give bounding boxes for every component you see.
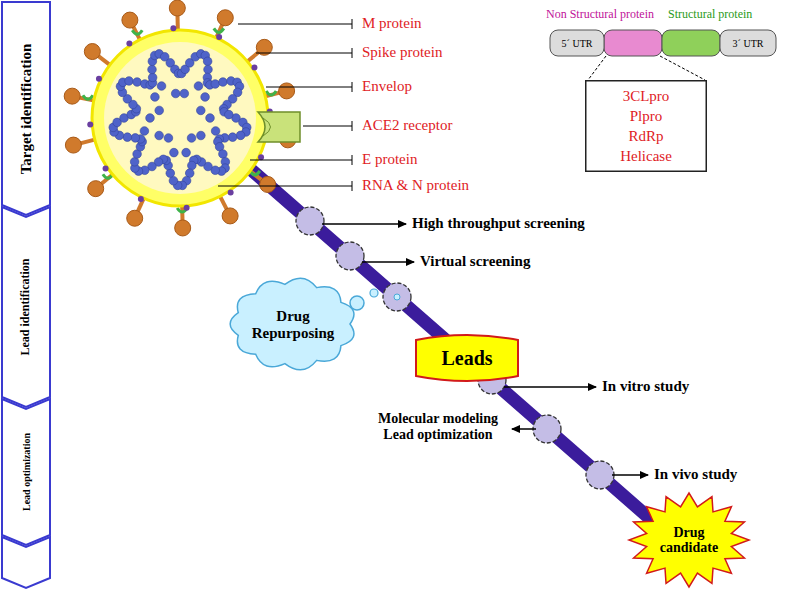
stage-arrows bbox=[322, 224, 648, 475]
stage-circle bbox=[336, 242, 364, 270]
stage-chevron: Lead optimization bbox=[2, 399, 50, 545]
nonstructural-region bbox=[604, 30, 662, 56]
leader-lines bbox=[218, 19, 352, 191]
utr-box: 5´ UTR bbox=[550, 30, 604, 56]
stage-label: High throughput screening bbox=[412, 215, 585, 232]
stage-label: In vivo study bbox=[654, 466, 737, 483]
node-text: Drug candidate bbox=[653, 525, 725, 556]
stage-circle bbox=[383, 283, 411, 311]
stage-chevron: Lead identification bbox=[2, 207, 50, 407]
part-label: Envelop bbox=[362, 78, 412, 95]
structural-region bbox=[662, 30, 720, 56]
part-label: RNA & N protein bbox=[362, 177, 469, 194]
node-text: 3´ UTR bbox=[733, 38, 764, 49]
node-text: 3CLpro bbox=[620, 86, 672, 106]
dotted-line bbox=[660, 56, 705, 80]
part-label: Spike protein bbox=[362, 44, 442, 61]
virus-particle bbox=[64, 0, 296, 236]
stage-circle bbox=[586, 461, 614, 489]
drug-candidate-star: Drug candidate bbox=[628, 492, 750, 588]
stage-chevron: Target identification bbox=[2, 2, 50, 215]
stage-label: Virtual screening bbox=[420, 253, 530, 270]
node-text: Helicase bbox=[620, 146, 672, 166]
stage-circle bbox=[533, 415, 561, 443]
stage-label: In vitro study bbox=[602, 378, 689, 395]
target-list-box: 3CLproPlproRdRpHelicase bbox=[585, 80, 707, 172]
node-text: RdRp bbox=[620, 126, 672, 146]
thought-bubble bbox=[370, 289, 378, 297]
leads-banner: Leads bbox=[412, 334, 522, 382]
node-text: Lead identification bbox=[19, 258, 32, 355]
repurposing-cloud: Drug Repurposing bbox=[228, 276, 358, 372]
stage-label: Molecular modeling Lead optimization bbox=[368, 411, 508, 443]
part-label: ACE2 receptor bbox=[362, 117, 452, 134]
part-label: M protein bbox=[362, 15, 422, 32]
node-text: Plpro bbox=[620, 106, 672, 126]
node-text: Drug Repurposing bbox=[244, 308, 342, 341]
stage-circle bbox=[296, 207, 324, 235]
dotted-line bbox=[588, 56, 606, 80]
region-label: Non Structural protein bbox=[546, 8, 654, 22]
region-label: Structural protein bbox=[668, 8, 752, 22]
part-label: E protein bbox=[362, 151, 417, 168]
node-text: Target identification bbox=[18, 43, 35, 174]
node-text: Lead optimization bbox=[21, 433, 32, 511]
node-text: 5´ UTR bbox=[562, 38, 593, 49]
ace2-receptor bbox=[258, 112, 300, 142]
node-text: Leads bbox=[441, 347, 492, 369]
utr-box: 3´ UTR bbox=[720, 30, 776, 56]
